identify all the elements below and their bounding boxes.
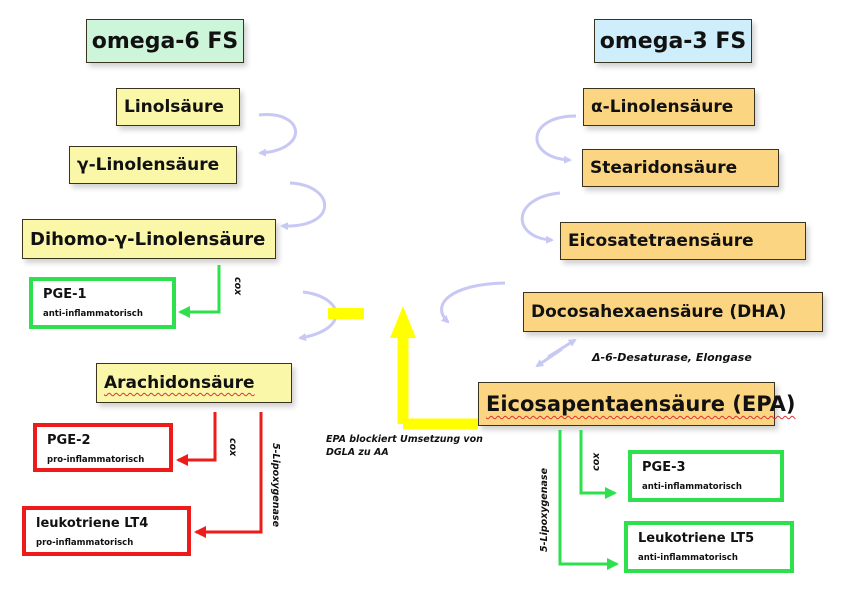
cox-arrow-pge2 (176, 412, 217, 466)
product-pge1-subtitle: anti-inflammatorisch (43, 309, 143, 319)
inhibition-note: EPA blockiert Umsetzung von DGLA zu AA (326, 433, 483, 460)
node-dihomo-gamma-linolensaeure: Dihomo-γ-Linolensäure (22, 219, 276, 259)
node-eicosatetraensaeure-label: Eicosatetraensäure (568, 231, 754, 251)
node-arachidonsaeure-label: Arachidonsäure (104, 373, 255, 393)
product-lt4-title: leukotriene LT4 (36, 516, 149, 531)
product-lt5: Leukotriene LT5 anti-inflammatorisch (624, 521, 794, 573)
product-pge2: PGE-2 pro-inflammatorisch (33, 423, 173, 472)
node-gamma-linolensaeure: γ-Linolensäure (69, 146, 237, 184)
product-pge2-title: PGE-2 (47, 433, 91, 448)
node-docosahexaensaeure: Docosahexaensäure (DHA) (523, 292, 823, 332)
product-lt5-subtitle: anti-inflammatorisch (638, 553, 738, 563)
product-pge3-subtitle: anti-inflammatorisch (642, 482, 742, 492)
node-alpha-linolensaeure-label: α-Linolensäure (591, 97, 734, 117)
product-pge1: PGE-1 anti-inflammatorisch (29, 277, 176, 329)
node-dha-label: Docosahexaensäure (DHA) (531, 302, 787, 322)
lipoxygenase-label-lt5: 5-Lipoxygenase (539, 467, 550, 552)
cox-label-pge2: cox (227, 438, 238, 457)
epa-block-arrowhead (390, 306, 416, 338)
cox-arrow-pge3 (579, 430, 617, 499)
product-pge2-subtitle: pro-inflammatorisch (47, 455, 145, 465)
product-pge3: PGE-3 anti-inflammatorisch (628, 450, 784, 502)
node-arachidonsaeure: Arachidonsäure (96, 363, 292, 403)
conversion-arrow (520, 191, 561, 244)
desaturase-elongase-label: Δ-6-Desaturase, Elongase (592, 351, 752, 364)
inhibition-note-line2: DGLA zu AA (326, 447, 389, 459)
product-lt4: leukotriene LT4 pro-inflammatorisch (22, 506, 191, 556)
node-stearidonsaeure: Stearidonsäure (582, 149, 779, 187)
product-pge3-title: PGE-3 (642, 460, 686, 475)
omega3-header: omega-3 FS (594, 19, 752, 63)
conversion-arrow (535, 114, 577, 164)
lipoxygenase-arrow-lt4 (194, 412, 263, 538)
lipoxygenase-label-lt4: 5-Lipoxygenase (270, 443, 281, 528)
node-linolsaeure-label: Linolsäure (124, 97, 224, 117)
omega3-header-label: omega-3 FS (599, 28, 747, 54)
cox-arrow-pge1 (178, 265, 221, 318)
omega6-header-label: omega-6 FS (91, 28, 239, 54)
conversion-arrow (440, 281, 506, 324)
node-alpha-linolensaeure: α-Linolensäure (583, 88, 755, 126)
inhibition-minus-icon (328, 308, 364, 319)
conversion-arrow (258, 113, 297, 157)
product-pge1-title: PGE-1 (43, 287, 87, 302)
cox-label-pge1: cox (232, 277, 243, 296)
conversion-arrow (547, 338, 577, 359)
omega6-header: omega-6 FS (86, 19, 244, 63)
inhibition-note-line1: EPA blockiert Umsetzung von (326, 434, 483, 445)
cox-label-pge3: cox (591, 452, 602, 471)
node-eicosapentaensaeure: Eicosapentaensäure (EPA) (478, 382, 796, 426)
lipoxygenase-arrow-lt5 (558, 430, 619, 570)
conversion-arrow (280, 181, 326, 231)
node-epa-label: Eicosapentaensäure (EPA) (486, 392, 796, 416)
product-lt5-title: Leukotriene LT5 (638, 531, 755, 546)
node-stearidonsaeure-label: Stearidonsäure (590, 158, 738, 178)
node-eicosatetraensaeure: Eicosatetraensäure (560, 222, 806, 260)
node-gamma-linolensaeure-label: γ-Linolensäure (77, 155, 220, 175)
product-lt4-subtitle: pro-inflammatorisch (36, 538, 134, 548)
node-dgla-label: Dihomo-γ-Linolensäure (30, 228, 266, 250)
epa-block-arrow (397, 335, 478, 430)
node-linolsaeure: Linolsäure (116, 88, 240, 126)
